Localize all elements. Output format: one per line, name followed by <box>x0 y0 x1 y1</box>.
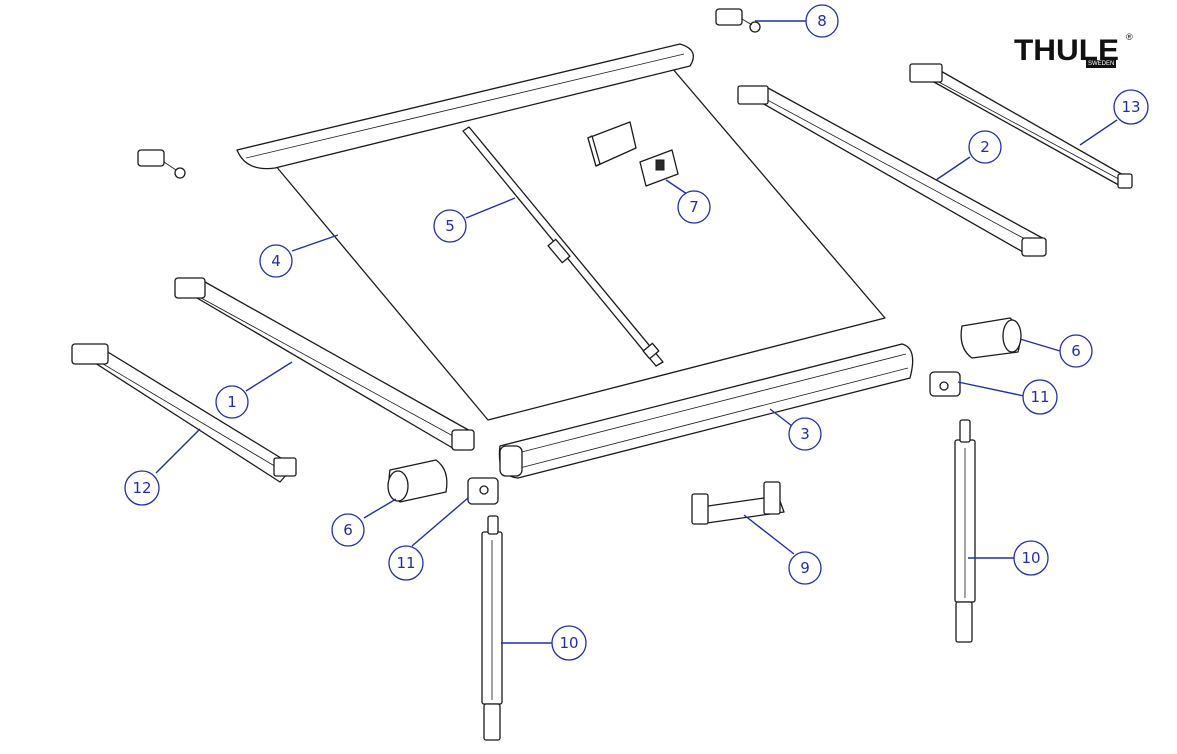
end-cap-screw-left <box>137 149 186 179</box>
svg-text:6: 6 <box>343 521 353 539</box>
svg-text:8: 8 <box>817 12 827 30</box>
svg-text:1: 1 <box>227 393 237 411</box>
callout-6-right: 6 <box>1059 334 1093 368</box>
part-10-leg-left <box>481 515 503 741</box>
callout-5: 5 <box>433 209 467 243</box>
brand-registered-mark: ® <box>1126 32 1133 42</box>
part-4-canopy-fabric <box>236 43 886 421</box>
callout-11-right: 11 <box>1022 379 1058 415</box>
part-8-end-cap-screw <box>715 8 761 33</box>
svg-text:3: 3 <box>800 425 810 443</box>
callout-2: 2 <box>968 130 1002 164</box>
svg-text:6: 6 <box>1071 342 1081 360</box>
svg-text:11: 11 <box>1030 388 1049 406</box>
part-13-support-arm <box>909 63 1133 189</box>
callout-9: 9 <box>788 551 822 585</box>
brand-sub: SWEDEN <box>1086 60 1117 68</box>
part-6-end-cap-right <box>960 317 1022 359</box>
part-1-support-arm <box>174 277 475 451</box>
svg-text:4: 4 <box>271 252 281 270</box>
svg-text:11: 11 <box>396 554 415 572</box>
part-10-leg-right <box>954 419 976 643</box>
callout-1: 1 <box>215 385 249 419</box>
part-5-tension-rafter <box>462 126 664 367</box>
brand-logo: THULE ® SWEDEN <box>1014 32 1140 72</box>
svg-text:2: 2 <box>980 138 990 156</box>
callout-10-right: 10 <box>1013 540 1049 576</box>
part-9-foot-bracket <box>691 481 785 525</box>
part-3-front-rail <box>498 343 914 479</box>
leader-lines <box>155 20 1118 644</box>
part-7-wall-bracket <box>587 121 679 187</box>
svg-text:5: 5 <box>445 217 455 235</box>
callout-6-left: 6 <box>331 513 365 547</box>
svg-text:12: 12 <box>132 479 151 497</box>
part-6-end-cap-left <box>387 459 448 503</box>
callout-3: 3 <box>788 417 822 451</box>
svg-text:10: 10 <box>559 634 578 652</box>
svg-text:10: 10 <box>1021 549 1040 567</box>
svg-text:13: 13 <box>1121 98 1140 116</box>
svg-text:9: 9 <box>800 559 810 577</box>
part-11-clip-right <box>929 371 961 397</box>
callout-8: 8 <box>805 4 839 38</box>
part-12-support-arm <box>71 343 297 483</box>
callout-4: 4 <box>259 244 293 278</box>
callout-13: 13 <box>1113 89 1149 125</box>
callout-10-left: 10 <box>551 625 587 661</box>
part-11-clip-left <box>467 477 499 505</box>
callout-12: 12 <box>124 470 160 506</box>
callout-7: 7 <box>677 190 711 224</box>
svg-text:7: 7 <box>689 198 699 216</box>
callout-11-left: 11 <box>388 545 424 581</box>
part-2-support-arm <box>737 85 1047 257</box>
